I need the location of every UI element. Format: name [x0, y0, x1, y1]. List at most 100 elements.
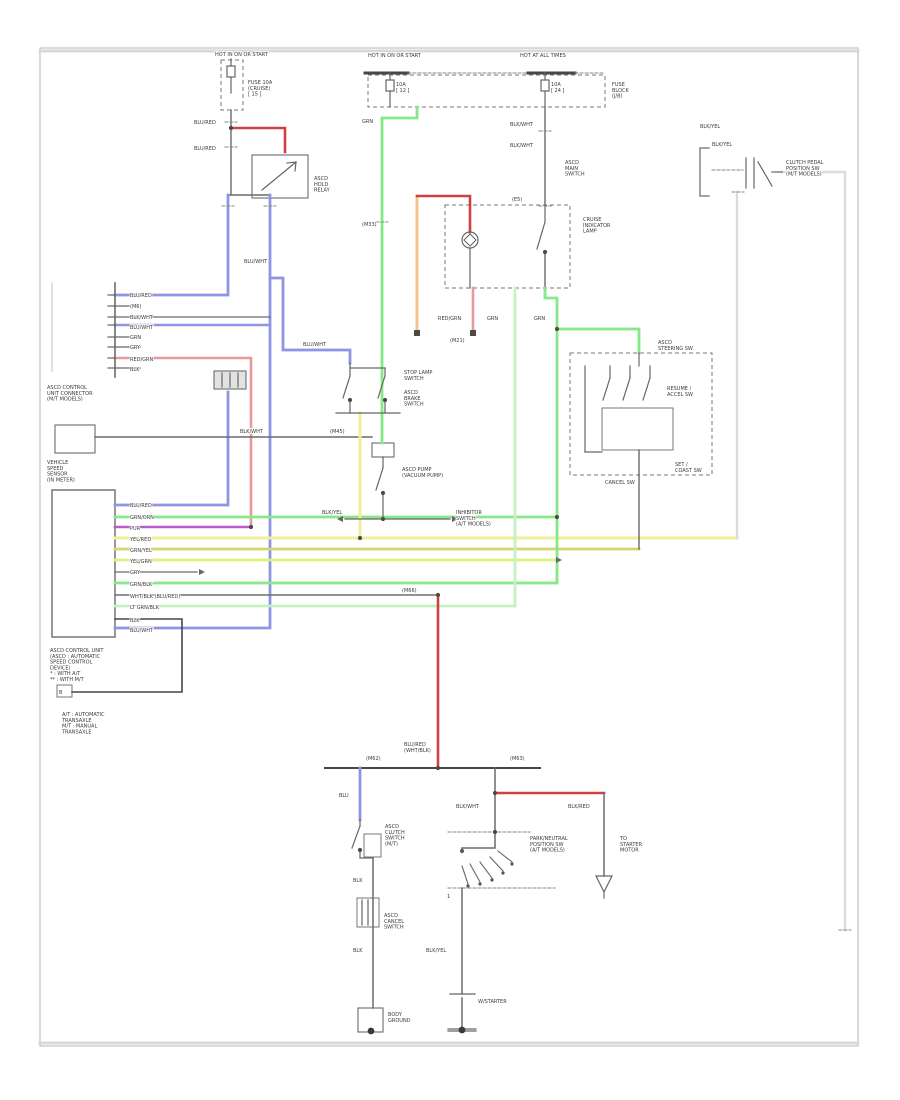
- clutch2-label: (M/T): [385, 841, 398, 847]
- wire-label: (M62): [366, 756, 381, 762]
- ground-label: GROUND: [388, 1018, 411, 1024]
- dot: [347, 397, 353, 403]
- fuse1-name: [ 15 ]: [248, 92, 261, 98]
- wire-label: (M21): [450, 338, 465, 344]
- fuse1-body: [226, 65, 236, 78]
- set-coast-label: SET /: [675, 462, 688, 468]
- footnote: TRANSAXLE: [61, 718, 92, 724]
- dot: [228, 125, 234, 131]
- wire-label: BLU/RED: [194, 146, 216, 152]
- ascd-control-unit-box: [51, 489, 116, 638]
- dot: [554, 326, 560, 332]
- starter-label: TO: [619, 836, 627, 842]
- footnote: TRANSAXLE: [61, 729, 92, 735]
- cancel-sw-label: ASCD: [384, 913, 398, 919]
- footnote: M/T : MANUAL: [62, 724, 97, 730]
- dot: [492, 790, 498, 796]
- set-coast-label: COAST SW: [675, 468, 702, 474]
- component-line: [536, 221, 546, 250]
- clutch-sw-label: (M/T MODELS): [786, 172, 822, 178]
- cu-pin-label: BLU/WHT: [130, 628, 154, 634]
- indicator-label: INDICATOR: [583, 223, 611, 229]
- wire-label: BLU/WHT: [244, 259, 268, 265]
- cu-pin-label: YEL/RED: [129, 537, 151, 543]
- speed-sensor-box: [54, 424, 96, 454]
- arrow-left: [337, 516, 343, 522]
- fuse1-name: (CRUISE): [248, 86, 270, 92]
- pnp-fan-contacts-blade: [497, 850, 513, 863]
- wire-label: (M66): [402, 588, 417, 594]
- pnp-fan-contacts-contact: [478, 882, 482, 886]
- fuse3-name: [ 24 ]: [551, 88, 564, 94]
- fuse2-body: [385, 79, 395, 92]
- clutch-sw-label: POSITION SW: [786, 166, 820, 172]
- wire-label: BLK/WHT: [240, 429, 264, 435]
- starter-label: STARTER: [620, 842, 643, 848]
- steering-sw-label: ASCD: [658, 340, 672, 346]
- starter-triangle: [595, 875, 613, 894]
- blue-vert-b: [113, 193, 272, 630]
- wire-label: BLK: [353, 878, 363, 884]
- pin-label: GRN: [130, 335, 141, 341]
- connector-label: ASCD CONTROL: [47, 385, 87, 391]
- inhibitor-label: (A/T MODELS): [456, 522, 491, 528]
- clutch2-label: CLUTCH: [385, 830, 405, 836]
- clutch-sw-label: CLUTCH PEDAL: [786, 160, 824, 166]
- clutch2-label: ASCD: [385, 824, 399, 830]
- fan-elbow: [461, 831, 496, 853]
- stop-lamp-sw-label: SWITCH: [404, 376, 424, 382]
- wire-label: BLK/YEL: [712, 142, 732, 148]
- pnp-label: POSITION SW: [530, 842, 564, 848]
- cu-pin-label: BLU/RED: [130, 503, 152, 509]
- dot: [542, 249, 548, 255]
- main-sw-label: ASCD: [565, 160, 579, 166]
- wire-label: BLU: [339, 793, 349, 799]
- dot: [554, 514, 560, 520]
- pnp-fan-contacts-blade: [461, 865, 469, 885]
- inhibitor-label: INHIBITOR: [456, 510, 482, 516]
- red-branch-top: [229, 126, 287, 154]
- cu-row11-black: [71, 618, 183, 693]
- hold-relay-label: RELAY: [314, 188, 331, 194]
- steer-inner-box: [601, 407, 674, 451]
- wire-label: BLU/RED: [194, 120, 216, 126]
- component-line: [622, 377, 631, 401]
- arrow-right: [556, 557, 562, 563]
- pnp-fan-contacts-blade: [469, 863, 481, 883]
- green-net-vert: [543, 286, 559, 585]
- wire-label: GRN: [534, 316, 545, 322]
- cu-pin-label: LT GRN/BLK: [130, 605, 160, 611]
- control-unit-label: (ASCD : AUTOMATIC: [50, 654, 101, 660]
- cu-pin-label: GRN/YEL: [130, 548, 152, 554]
- brake-sw-label: ASCD: [404, 390, 418, 396]
- dot: [492, 829, 498, 835]
- hot-label: HOT IN ON OR START: [368, 53, 422, 59]
- fuse1-hot-label: HOT IN ON OR START: [215, 52, 269, 58]
- pin-label: (M6): [130, 304, 141, 310]
- speed-sensor-label: (IN METER): [47, 477, 75, 483]
- fuse-block-label: (J/B): [612, 94, 623, 100]
- wire-label: W/STARTER: [478, 999, 507, 1005]
- inhibitor-label: SWITCH: [456, 516, 476, 522]
- pin-num: 1: [447, 894, 450, 900]
- clutch-sw-box: [363, 833, 382, 858]
- control-unit-label: * : WITH A/T: [50, 671, 81, 677]
- component-line: [261, 161, 297, 191]
- wire-label: (WHT/BLK): [404, 748, 431, 754]
- pump-label: (VACUUM PUMP): [402, 473, 443, 479]
- red-lamp-feed: [415, 194, 472, 234]
- component-line: [377, 375, 386, 399]
- wire-label: BLK/WHT: [510, 122, 534, 128]
- hot-label: HOT AT ALL TIMES: [520, 53, 566, 59]
- ground-dot: [458, 1026, 466, 1034]
- resume-label: RESUME /: [667, 386, 692, 392]
- fuse1-name: FUSE 10A: [248, 80, 273, 86]
- control-unit-label: DEVICE): [50, 665, 71, 671]
- stop-lamp-sw-label: STOP LAMP: [404, 370, 432, 376]
- pink-terminal: [470, 330, 476, 336]
- wire-label: BLK/WHT: [456, 804, 480, 810]
- fuse2-name: 10A: [396, 82, 406, 88]
- cruise-indicator-bulb: [461, 231, 479, 249]
- blue-branch-stoplamp: [268, 276, 352, 365]
- cu-pin-label: YEL/GRN: [129, 559, 152, 565]
